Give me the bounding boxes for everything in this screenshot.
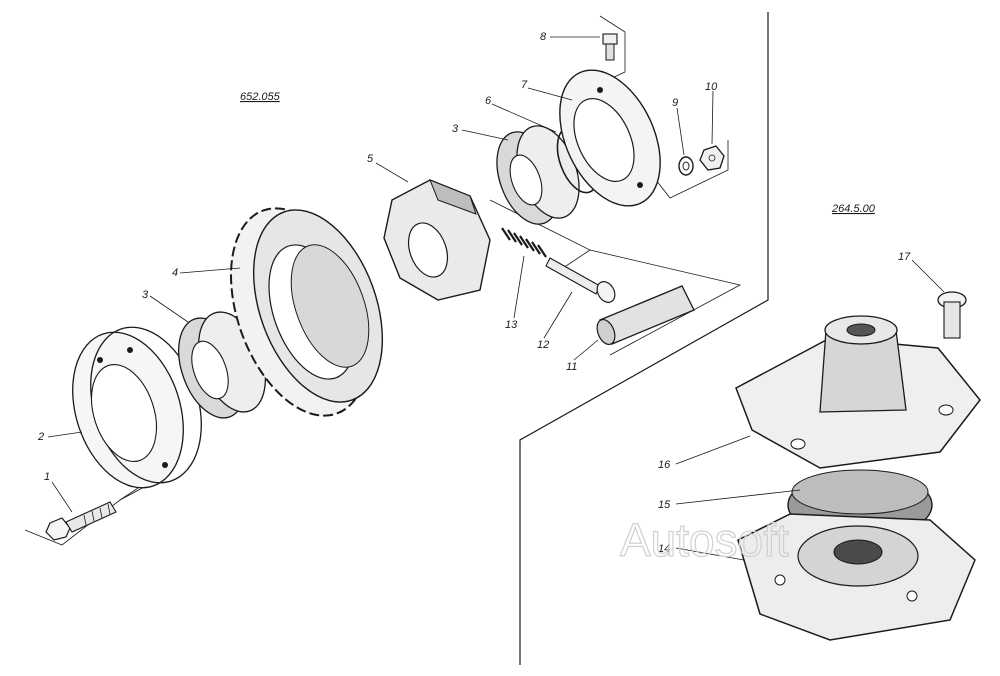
part-13-spring bbox=[501, 227, 547, 258]
part-7-flange bbox=[559, 69, 661, 207]
callout-4: 4 bbox=[172, 267, 178, 279]
part-2-cover bbox=[72, 326, 202, 489]
part-9-washer bbox=[678, 156, 694, 176]
part-5-hub bbox=[383, 179, 491, 301]
part-1-bolt bbox=[45, 501, 117, 541]
callout-11: 11 bbox=[566, 361, 577, 373]
callout-1: 1 bbox=[44, 471, 50, 483]
callout-8: 8 bbox=[540, 31, 547, 43]
part-12-pin bbox=[545, 257, 616, 303]
callout-2: 2 bbox=[37, 431, 44, 443]
callout-6: 6 bbox=[485, 95, 492, 107]
assembly-code-left: 652.055 bbox=[240, 91, 281, 103]
callout-3-upper: 3 bbox=[452, 123, 459, 135]
callout-12: 12 bbox=[537, 339, 549, 351]
part-17-screw bbox=[937, 291, 967, 339]
part-4-sprocket bbox=[230, 207, 384, 417]
callout-10: 10 bbox=[705, 81, 718, 93]
part-10-nut bbox=[699, 145, 725, 171]
callout-7: 7 bbox=[521, 79, 528, 91]
callout-16: 16 bbox=[658, 459, 671, 471]
callout-17: 17 bbox=[898, 251, 911, 263]
part-11-roller bbox=[596, 285, 695, 346]
callout-13: 13 bbox=[505, 319, 518, 331]
callout-3-left: 3 bbox=[142, 289, 149, 301]
callout-9: 9 bbox=[672, 97, 678, 109]
watermark: Autosoft bbox=[620, 514, 789, 566]
part-14-base bbox=[737, 513, 976, 641]
callout-15: 15 bbox=[658, 499, 671, 511]
section-divider bbox=[519, 12, 769, 665]
part-3-bearing-upper bbox=[496, 125, 580, 225]
callout-14: 14 bbox=[658, 543, 670, 555]
leader-lines bbox=[47, 36, 945, 561]
assembly-code-right: 264.5.00 bbox=[831, 203, 876, 215]
part-8-bolt bbox=[602, 33, 618, 61]
callout-5: 5 bbox=[367, 153, 374, 165]
part-16-housing bbox=[735, 315, 981, 469]
